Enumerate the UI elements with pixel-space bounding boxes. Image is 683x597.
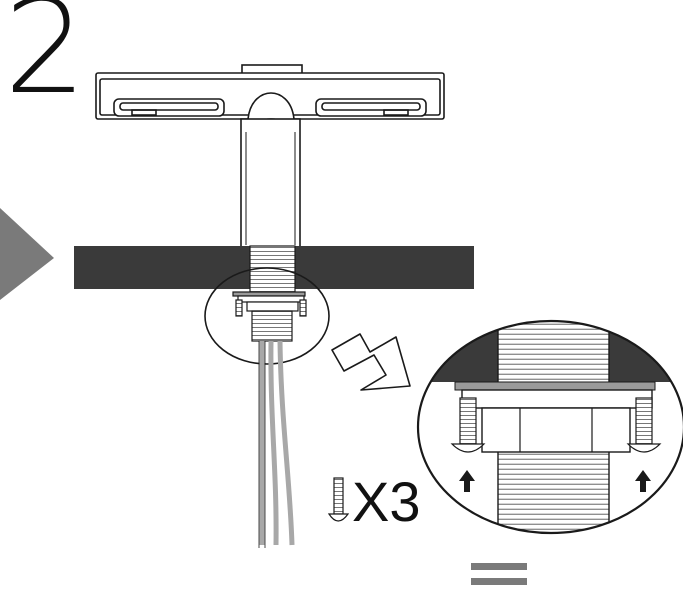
supply-hoses — [259, 340, 295, 546]
quantity-label: X3 — [352, 470, 421, 533]
up-arrow-icon — [635, 470, 651, 492]
step-number: 2 — [4, 0, 87, 123]
detail-callout-circle — [204, 267, 330, 365]
detail-arrow-icon — [331, 333, 411, 391]
detail-magnified-view — [416, 319, 683, 535]
up-arrow-icon — [459, 470, 475, 492]
screw-icon — [327, 477, 350, 522]
legend-lines — [471, 563, 527, 585]
faucet-body — [240, 118, 301, 250]
step-arrow-icon — [0, 208, 54, 300]
mounting-hardware — [232, 291, 307, 342]
faucet-head — [95, 64, 445, 132]
